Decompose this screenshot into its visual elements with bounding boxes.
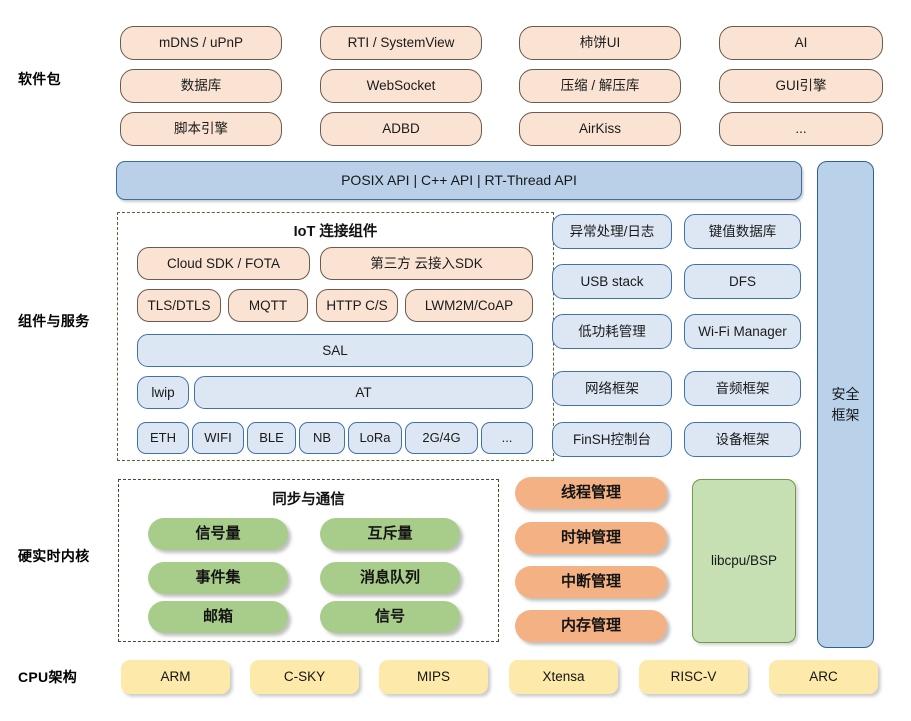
security-framework-column[interactable]: 安全 框架 [817,161,874,648]
cpu-arch-box[interactable]: ARM [121,660,230,694]
sync-comm-group-title: 同步与通信 [272,492,345,508]
iot-group-title: IoT 连接组件 [293,224,378,240]
component-box[interactable]: 音频框架 [684,371,801,406]
component-box[interactable]: FinSH控制台 [552,422,672,457]
iot-sdk-box[interactable]: Cloud SDK / FOTA [137,247,310,280]
package-box[interactable]: AirKiss [519,112,681,146]
link-box[interactable]: LoRa [348,422,402,454]
kernel-management-box[interactable]: 内存管理 [515,610,667,642]
iot-protocol-box[interactable]: TLS/DTLS [137,289,221,322]
sal-box[interactable]: SAL [137,334,533,367]
lwip-box[interactable]: lwip [137,376,189,409]
cpu-arch-box[interactable]: Xtensa [509,660,618,694]
component-box[interactable]: 异常处理/日志 [552,214,672,249]
package-box[interactable]: 柿饼UI [519,26,681,60]
kernel-sync-box[interactable]: 互斥量 [320,518,460,550]
iot-protocol-box[interactable]: HTTP C/S [316,289,398,322]
iot-protocol-box[interactable]: LWM2M/CoAP [405,289,533,322]
component-box[interactable]: 网络框架 [552,371,672,406]
package-box[interactable]: 数据库 [120,69,282,103]
package-box[interactable]: WebSocket [320,69,482,103]
package-box[interactable]: 脚本引擎 [120,112,282,146]
iot-protocol-box[interactable]: MQTT [228,289,308,322]
cpu-arch-box[interactable]: ARC [769,660,878,694]
link-box[interactable]: BLE [247,422,296,454]
component-box[interactable]: 低功耗管理 [552,314,672,349]
libcpu-bsp-box[interactable]: libcpu/BSP [692,479,796,643]
api-bar[interactable]: POSIX API | C++ API | RT-Thread API [116,161,802,200]
iot-sdk-box[interactable]: 第三方 云接入SDK [320,247,533,280]
kernel-sync-box[interactable]: 消息队列 [320,562,460,594]
cpu-arch-box[interactable]: MIPS [379,660,488,694]
security-framework-line2: 框架 [831,406,860,423]
security-framework-line1: 安全 [831,386,860,403]
link-box[interactable]: ETH [137,422,189,454]
package-box[interactable]: 压缩 / 解压库 [519,69,681,103]
component-box[interactable]: DFS [684,264,801,299]
package-box[interactable]: GUI引擎 [719,69,883,103]
kernel-sync-box[interactable]: 事件集 [148,562,288,594]
cpu-arch-box[interactable]: RISC-V [639,660,748,694]
kernel-management-box[interactable]: 时钟管理 [515,522,667,554]
component-box[interactable]: 键值数据库 [684,214,801,249]
sync-comm-group [118,479,499,642]
row-label-cpu-architecture: CPU架构 [18,669,78,685]
package-box[interactable]: ADBD [320,112,482,146]
package-box[interactable]: AI [719,26,883,60]
package-box[interactable]: RTI / SystemView [320,26,482,60]
link-box[interactable]: 2G/4G [405,422,478,454]
cpu-arch-box[interactable]: C-SKY [250,660,359,694]
link-box[interactable]: NB [299,422,345,454]
row-label-hard-realtime-kernel: 硬实时内核 [18,548,90,564]
kernel-management-box[interactable]: 中断管理 [515,566,667,598]
package-box[interactable]: mDNS / uPnP [120,26,282,60]
package-box[interactable]: ... [719,112,883,146]
kernel-sync-box[interactable]: 信号量 [148,518,288,550]
component-box[interactable]: Wi-Fi Manager [684,314,801,349]
component-box[interactable]: 设备框架 [684,422,801,457]
component-box[interactable]: USB stack [552,264,672,299]
kernel-sync-box[interactable]: 邮箱 [148,601,288,633]
at-box[interactable]: AT [194,376,533,409]
link-box[interactable]: ... [481,422,533,454]
kernel-sync-box[interactable]: 信号 [320,601,460,633]
kernel-management-box[interactable]: 线程管理 [515,477,667,509]
link-box[interactable]: WIFI [192,422,244,454]
row-label-software-packages: 软件包 [18,71,61,87]
row-label-components-services: 组件与服务 [18,313,90,329]
